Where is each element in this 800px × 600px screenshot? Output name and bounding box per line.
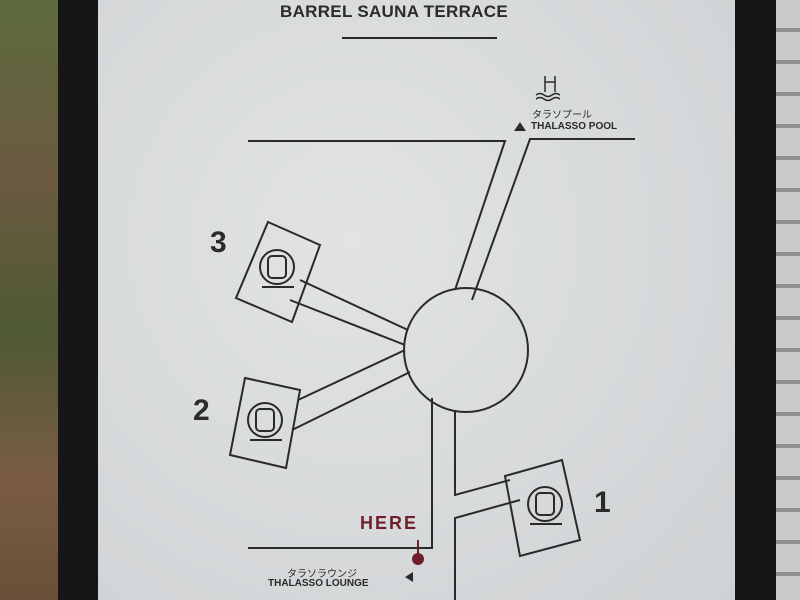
barrel-icon-1 [527, 486, 563, 525]
sauna-1-room [503, 458, 582, 558]
path-sauna-2b [291, 371, 411, 431]
sign-title: BARREL SAUNA TERRACE [280, 2, 508, 21]
path-sauna-1b [454, 499, 521, 600]
pool-label-jp: タラソプール [532, 110, 592, 121]
pool-arrow-icon [514, 122, 526, 131]
path-lounge [248, 398, 433, 549]
path-top-left [248, 140, 507, 291]
sauna-number-1: 1 [594, 486, 611, 519]
path-sauna-1a [454, 410, 511, 497]
path-sauna-3b [289, 299, 406, 346]
pool-label-en: THALASSO POOL [531, 121, 618, 132]
wooden-deck [776, 0, 800, 600]
sauna-3-room [234, 220, 322, 324]
pool-icon [535, 76, 561, 102]
lounge-arrow-icon [405, 572, 413, 582]
path-sauna-3a [299, 279, 409, 331]
barrel-icon-2 [247, 402, 283, 441]
sauna-number-3: 3 [210, 226, 227, 259]
lounge-label-en: THALASSO LOUNGE [268, 578, 369, 589]
sauna-number-2: 2 [193, 394, 210, 427]
path-sauna-2a [297, 349, 406, 401]
foliage-background [0, 0, 60, 600]
here-marker-icon [412, 553, 424, 565]
lounge-label-jp: タラソラウンジ [287, 569, 357, 580]
here-label: HERE [360, 513, 419, 533]
sauna-2-room [228, 376, 302, 470]
sign-board [98, 0, 735, 600]
path-top-right [471, 138, 635, 301]
barrel-icon-3 [259, 249, 295, 288]
central-plaza [403, 287, 529, 413]
